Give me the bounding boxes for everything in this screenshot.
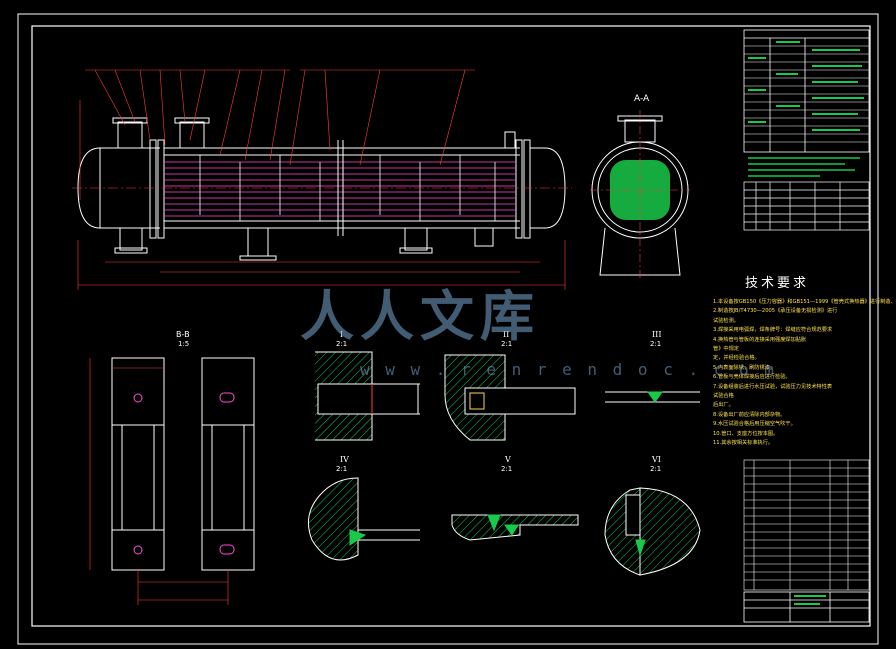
tech-line: 9.水压试验合格后用压缩空气吹干。 <box>713 421 796 428</box>
tech-line: 3.焊接采用电弧焊，焊条牌号：焊缝应符合规范要求 <box>713 327 833 334</box>
title-block <box>743 591 870 623</box>
detail-3 <box>605 391 700 403</box>
label-detail-2: II <box>503 330 510 339</box>
detail-5 <box>451 514 579 541</box>
tech-line: 1.本设备按GB150《压力容器》和GB151—1999《管壳式换热器》进行制造… <box>713 299 896 305</box>
tech-line: 试验检测。 <box>713 317 739 324</box>
label-scale-3: 2:1 <box>650 340 662 348</box>
notes-block <box>748 157 860 177</box>
dimensions <box>77 100 566 290</box>
detail-2 <box>444 354 576 441</box>
label-scale-6: 2:1 <box>650 465 662 473</box>
tech-line: 8.设备出厂前应清除内部杂物。 <box>713 411 786 418</box>
label-detail-5: V <box>505 455 511 464</box>
tech-requirements-list: 1.本设备按GB150《压力容器》和GB151—1999《管壳式换热器》进行制造… <box>713 298 896 449</box>
tech-line: 6.管板与壳体焊接后应进行检验。 <box>713 374 791 381</box>
label-section-bb: B-B <box>176 330 190 339</box>
tech-line: 管》中规定 <box>713 346 739 353</box>
label-scale-5: 2:1 <box>501 465 513 473</box>
label-detail-6: VI <box>652 455 661 464</box>
tech-line: 2.制造按JB/T4730—2005《承压设备无损检测》进行 <box>713 308 838 315</box>
detail-1 <box>315 351 420 441</box>
label-detail-3: III <box>652 330 662 339</box>
tech-line: 试验合格 <box>713 393 734 400</box>
inner-frame <box>31 25 871 627</box>
watermark-url: w w w . r e n r e n d o c . c o m <box>360 360 777 379</box>
main-view <box>72 117 572 261</box>
tech-line: 7.设备组装后进行水压试验，试验压力见技术特性表 <box>713 383 833 390</box>
section-bb <box>89 357 255 605</box>
detail-4 <box>307 477 420 561</box>
parts-list <box>743 459 870 591</box>
tech-line: 4.换热管与管板的连接采用强度焊加贴胀 <box>713 336 807 343</box>
leaders <box>85 69 475 166</box>
watermark-logo-text: 人人文库 <box>300 285 540 348</box>
tech-line: 10.管口、支座方位按本图。 <box>713 430 779 437</box>
tech-line: 定，并经检验合格。 <box>713 355 760 362</box>
outer-frame <box>17 13 879 645</box>
title-block-text <box>794 595 826 605</box>
label-section-aa: A-A <box>634 94 650 104</box>
spec-table-top <box>743 29 870 153</box>
detail-6 <box>604 487 701 576</box>
tech-line: 5.内表面除锈，刷防锈漆。 <box>713 364 776 371</box>
section-aa <box>590 110 690 280</box>
tech-requirements-title: 技术要求 <box>745 276 810 291</box>
label-scale-bb: 1:5 <box>178 340 190 348</box>
label-detail-1: I <box>340 330 344 339</box>
label-scale-4: 2:1 <box>336 465 348 473</box>
label-scale-1: 2:1 <box>336 340 348 348</box>
label-scale-2: 2:1 <box>501 340 513 348</box>
tech-line: 11.其余按相关标准执行。 <box>713 440 774 447</box>
nozzle-table <box>743 181 870 231</box>
label-detail-4: IV <box>340 455 349 464</box>
tech-line: 后出厂。 <box>713 402 734 409</box>
